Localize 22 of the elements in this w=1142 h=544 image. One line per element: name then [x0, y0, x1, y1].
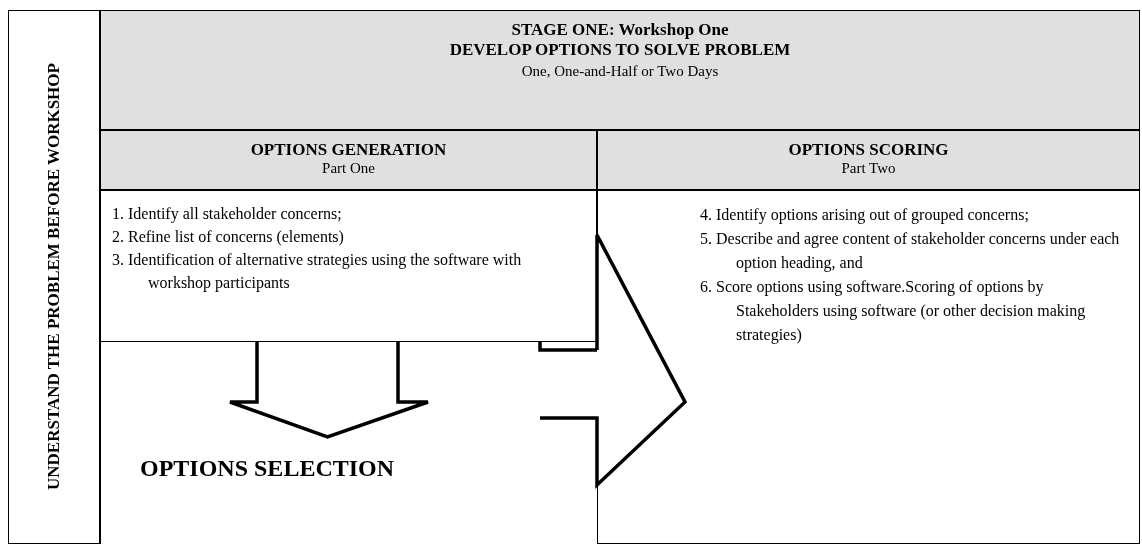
list-item: 6. Score options using software.Scoring of options by Stakeholders using software (or other decision making strategies)	[700, 277, 1087, 346]
block-arrow	[228, 340, 430, 439]
options-selection-label: OPTIONS SELECTION	[140, 455, 395, 482]
list-item: 4. Identify options arising out of grouped concerns;	[700, 205, 1030, 226]
column-header	[100, 130, 597, 190]
duration-text: One, One-and-Half or Two Days	[520, 63, 720, 80]
list-item: 1. Identify all stakeholder concerns;	[112, 204, 343, 225]
side-label: UNDERSTAND THE PROBLEM BEFORE WORKSHOP	[43, 62, 64, 493]
block-arrow	[538, 233, 687, 487]
list-panel	[100, 190, 597, 342]
header-title: STAGE ONE: Workshop One	[510, 20, 730, 40]
column-title: OPTIONS SCORING	[787, 140, 950, 160]
column-title: OPTIONS GENERATION	[249, 140, 448, 160]
part-label: Part One	[321, 160, 376, 177]
list-item: 5. Describe and agree content of stakeholder concerns under each option heading, and	[700, 229, 1121, 274]
part-label: Part Two	[840, 160, 897, 177]
list-item: 3. Identification of alternative strategies using the software with workshop participants	[112, 250, 523, 294]
column-header	[597, 130, 1140, 190]
side-band	[8, 10, 100, 544]
header-title: DEVELOP OPTIONS TO SOLVE PROBLEM	[448, 40, 792, 60]
header-panel	[100, 10, 1140, 130]
list-item: 2. Refine list of concerns (elements)	[112, 227, 345, 248]
